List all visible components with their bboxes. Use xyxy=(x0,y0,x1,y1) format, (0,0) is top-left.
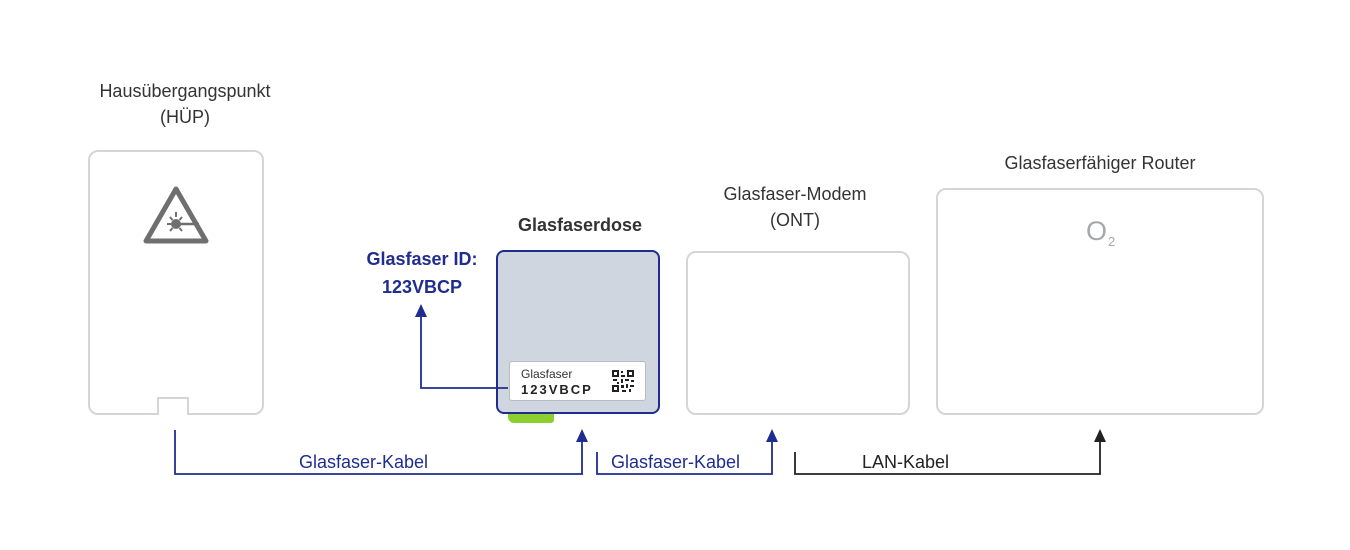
fiber-cable-2-line xyxy=(596,438,773,475)
o2-logo-letter: O xyxy=(1086,216,1108,246)
modem-box xyxy=(686,251,910,415)
laser-warning-icon xyxy=(143,186,209,244)
o2-logo: O2 xyxy=(1086,216,1116,249)
o2-logo-subscript: 2 xyxy=(1108,234,1116,249)
router-box: O2 xyxy=(936,188,1264,415)
fiber-cable-1-arrowhead xyxy=(576,429,588,442)
router-title: Glasfaserfähiger Router xyxy=(1004,153,1196,173)
lan-cable-line xyxy=(794,438,1101,475)
dose-box: Glasfaser 123VBCP xyxy=(496,250,660,414)
modem-title: Glasfaser-Modem (ONT) xyxy=(695,181,895,233)
fiber-cable-2-arrowhead xyxy=(766,429,778,442)
fiber-id-pointer-arrow xyxy=(420,312,508,389)
dose-title: Glasfaserdose xyxy=(517,215,643,235)
fiber-cable-1-line xyxy=(174,430,583,475)
lan-cable-label: LAN-Kabel xyxy=(862,452,950,472)
fiber-cable-1-label: Glasfaser-Kabel xyxy=(299,452,429,472)
hup-port xyxy=(157,397,189,415)
sticker-label: Glasfaser xyxy=(521,367,573,381)
fiber-id-annotation: Glasfaser ID: 123VBCP xyxy=(342,245,502,301)
hup-title-line2: (HÜP) xyxy=(160,107,210,127)
fiber-id-arrowhead xyxy=(415,304,427,317)
modem-title-line1: Glasfaser-Modem xyxy=(723,184,867,204)
hup-box xyxy=(88,150,264,415)
dose-sticker: Glasfaser 123VBCP xyxy=(509,361,646,401)
fiber-id-label: Glasfaser ID: xyxy=(366,249,478,269)
hup-title-line1: Hausübergangspunkt xyxy=(99,81,271,101)
fiber-id-value: 123VBCP xyxy=(381,277,463,297)
hup-title: Hausübergangspunkt (HÜP) xyxy=(85,78,285,130)
qr-code-icon xyxy=(612,370,634,392)
modem-title-line2: (ONT) xyxy=(770,210,820,230)
fiber-cable-2-label: Glasfaser-Kabel xyxy=(611,452,741,472)
lan-cable-arrowhead xyxy=(1094,429,1106,442)
sticker-code: 123VBCP xyxy=(521,382,593,397)
